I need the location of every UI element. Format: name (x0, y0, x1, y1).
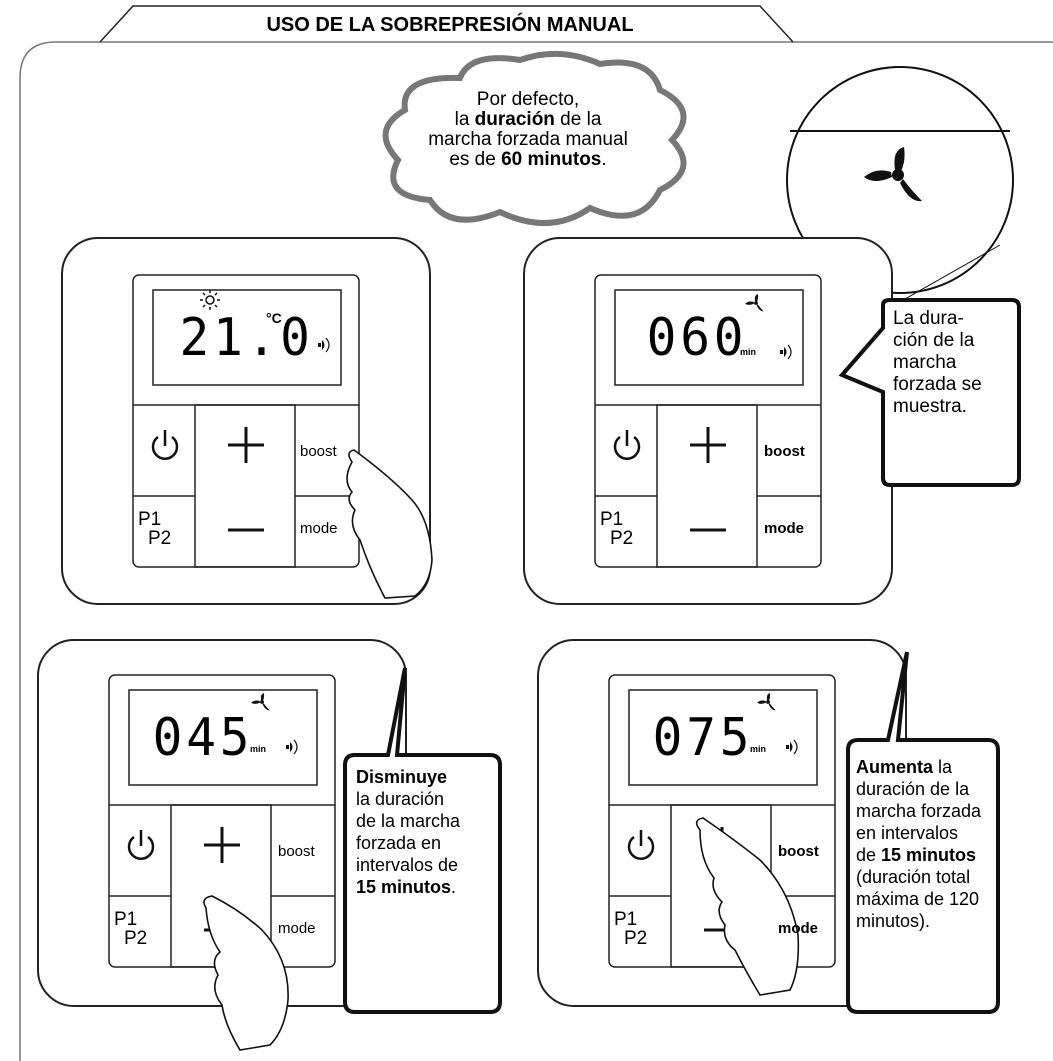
lcd-display: 060 (646, 308, 748, 368)
p2-label: P2 (610, 528, 634, 549)
hand-pointer-icon (346, 449, 433, 599)
sun-icon (200, 290, 220, 310)
callout-bold: 15 minutos (881, 845, 977, 865)
boost-button[interactable]: boost (764, 443, 805, 460)
p1-label: P1 (114, 909, 138, 930)
signal-icon (286, 739, 298, 755)
callout-line: marcha forzada (856, 801, 982, 821)
power-icon (127, 830, 155, 860)
callout-2-text: La dura- ción de la marcha forzada se mu… (893, 308, 1017, 418)
callout-text-part: la (933, 757, 953, 777)
callout-line: la duración (356, 789, 445, 809)
callout-3-bubble (343, 667, 502, 1014)
lcd-unit: min (250, 744, 267, 754)
fan-icon (745, 294, 764, 312)
callout-text-part: de (856, 845, 882, 865)
hand-pointer-icon (695, 817, 800, 996)
power-icon (613, 430, 641, 460)
cloud-line: Por defecto, (476, 89, 580, 110)
callout-line: duración de la (856, 779, 970, 799)
boost-button[interactable]: boost (778, 843, 819, 860)
callout-line: máxima de 120 (856, 889, 980, 909)
p2-label: P2 (624, 928, 648, 949)
lcd-display: 21.0 (179, 308, 314, 368)
mode-button[interactable]: mode (278, 920, 316, 937)
signal-icon (318, 337, 330, 353)
callout-line: La dura- (893, 308, 964, 329)
mode-button[interactable]: mode (764, 520, 805, 537)
callout-bold: 15 minutos (356, 877, 452, 897)
callout-bold: Disminuye (356, 767, 448, 787)
lcd-unit: °C (266, 310, 282, 326)
lcd-display: 045 (152, 708, 254, 768)
callout-3-text: Disminuye la duración de la marcha forza… (356, 766, 496, 898)
cloud-text-part: . (601, 149, 607, 170)
cloud-bold: 60 minutos (501, 149, 602, 170)
callout-line: (duración total (856, 867, 971, 887)
callout-4-text: Aumenta la duración de la marcha forzada… (856, 756, 998, 932)
cloud-text-part: la (454, 109, 475, 130)
mode-button[interactable]: mode (778, 920, 819, 937)
cloud-text-part: de la (554, 109, 602, 130)
callout-line: marcha (893, 352, 957, 373)
boost-button[interactable]: boost (300, 443, 337, 460)
signal-icon (780, 344, 792, 360)
plus-icon (228, 427, 264, 463)
cloud-line: marcha forzada manual (428, 129, 628, 150)
callout-text-part: . (451, 877, 457, 897)
lcd-display: 075 (652, 708, 754, 768)
p1-label: P1 (600, 509, 624, 530)
p1-label: P1 (614, 909, 638, 930)
cloud-bold: duración (474, 109, 555, 130)
fan-icon (864, 147, 922, 202)
plus-icon (690, 427, 726, 463)
boost-button[interactable]: boost (278, 843, 315, 860)
cloud-bubble (382, 50, 687, 226)
hand-pointer-icon (203, 895, 289, 1051)
page-title: USO DE LA SOBREPRESIÓN MANUAL (266, 14, 634, 36)
callout-line: forzada se (893, 374, 982, 395)
cloud-text: Por defecto, la duración de la marcha fo… (398, 90, 658, 170)
callout-line: forzada en (356, 833, 442, 853)
callout-line: Disminuye (356, 766, 496, 788)
callout-line: intervalos de (356, 855, 459, 875)
mode-button[interactable]: mode (300, 520, 338, 537)
callout-line: de la marcha (356, 811, 461, 831)
callout-line: en intervalos (856, 823, 959, 843)
p2-label: P2 (124, 928, 148, 949)
lcd-unit: min (740, 347, 757, 357)
fan-icon (251, 693, 270, 711)
p2-label: P2 (148, 528, 172, 549)
callout-line: ción de la (893, 330, 975, 351)
power-icon (151, 430, 179, 460)
p1-label: P1 (138, 509, 162, 530)
cloud-line: es de 60 minutos. (398, 150, 658, 170)
plus-icon (204, 827, 240, 863)
power-icon (627, 830, 655, 860)
callout-line: Aumenta la (856, 756, 998, 778)
callout-bold: Aumenta (856, 757, 934, 777)
callout-line: muestra. (893, 396, 967, 417)
callout-line: 15 minutos. (356, 876, 496, 898)
cloud-text-part: es de (449, 149, 502, 170)
callout-2-bubble (838, 298, 1021, 487)
callout-4-bubble (846, 651, 1000, 1014)
lcd-unit: min (750, 744, 767, 754)
cloud-line: la duración de la (398, 110, 658, 130)
signal-icon (786, 739, 798, 755)
callout-line: de 15 minutos (856, 844, 998, 866)
callout-line: minutos). (856, 911, 931, 931)
fan-icon (757, 693, 776, 711)
